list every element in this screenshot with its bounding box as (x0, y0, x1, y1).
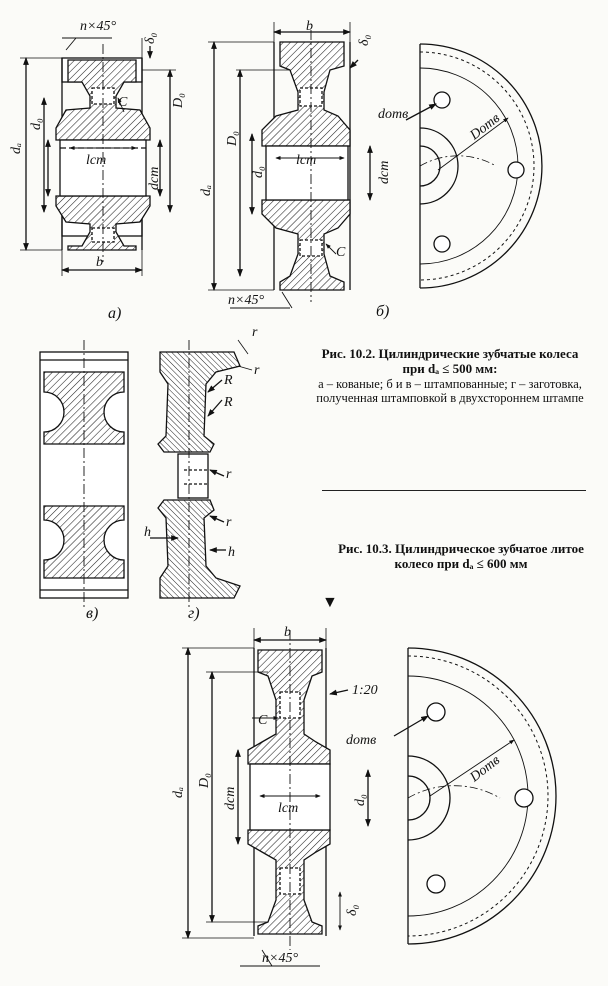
label-delta0: δ₀ (345, 904, 360, 916)
label-dotv: dотв (378, 107, 408, 122)
label-D0: D₀ (197, 773, 212, 789)
panel-v-label: в) (86, 605, 98, 622)
cast-wheel-section (182, 628, 371, 967)
label-b: b (96, 255, 103, 270)
panel-a-forged-wheel (20, 37, 176, 276)
label-C: C (336, 245, 346, 260)
label-C: C (118, 95, 128, 110)
label-delta0: δ₀ (357, 34, 372, 46)
figure-10-2-caption: Рис. 10.2. Цилиндрические зубчатые колес… (312, 346, 588, 406)
label-da: dₐ (171, 787, 186, 798)
label-r3: r (226, 467, 232, 482)
label-b: b (306, 19, 313, 34)
panel-a-label: а) (108, 305, 121, 322)
cast-wheel-side-view (393, 647, 557, 945)
label-Dotv: Dотв (467, 111, 503, 144)
separator-rule (322, 490, 586, 491)
label-dd: d₀ (353, 794, 368, 806)
label-R1: R (223, 373, 233, 388)
label-delta0: δ₀ (143, 32, 158, 44)
label-dcm: dст (147, 167, 162, 190)
panel-g-labels: r r R R r r h h г) (144, 325, 260, 622)
panel-v-stamped-wheel (39, 340, 129, 610)
triangle-marker-icon: ▼ (322, 594, 338, 611)
cast-wheel-labels: b 1:20 C dотв Dотв dₐ D₀ dст lст d₀ δ₀ n… (171, 625, 503, 966)
label-lcm: lст (296, 153, 316, 168)
label-h1: h (144, 525, 151, 540)
label-dd: d₀ (29, 118, 44, 130)
label-r4: r (226, 515, 232, 530)
label-n45: n×45° (80, 19, 116, 34)
label-h2: h (228, 545, 235, 560)
label-r1: r (252, 325, 258, 340)
panel-b-stamped-wheel (208, 22, 373, 309)
label-n45: n×45° (262, 951, 298, 966)
label-da: dₐ (9, 143, 24, 154)
label-C: C (258, 713, 268, 728)
panel-g-blank (150, 339, 253, 610)
label-b: b (284, 625, 291, 640)
label-lcm: lст (278, 801, 298, 816)
label-r2: r (254, 363, 260, 378)
label-D0: D₀ (225, 131, 240, 147)
figure-10-2-caption-title: Рис. 10.2. Цилиндрические зубчатые колес… (321, 346, 579, 377)
panel-g-label: г) (188, 605, 200, 622)
label-Dotv: Dотв (467, 753, 503, 786)
label-D0: D₀ (171, 93, 186, 109)
label-dotv: dотв (346, 733, 376, 748)
label-dcm: dст (223, 787, 238, 810)
figure-10-3-caption: Рис. 10.3. Цилиндрическое зубчатое литое… (338, 541, 584, 572)
panel-b-label: б) (376, 303, 389, 320)
label-R2: R (223, 395, 233, 410)
figure-10-2-caption-body: а – кованые; б и в – штампованные; г – з… (316, 376, 584, 406)
panel-b-side-view (405, 43, 543, 289)
label-slope: 1:20 (352, 683, 378, 698)
panel-a-labels: n×45° δ₀ dₐ d₀ D₀ C lст dст b а) (9, 19, 186, 322)
label-lcm: lст (86, 153, 106, 168)
label-n45: n×45° (228, 293, 264, 308)
label-dd: d₀ (251, 166, 266, 178)
label-da: dₐ (199, 185, 214, 196)
label-dcm: dст (377, 161, 392, 184)
